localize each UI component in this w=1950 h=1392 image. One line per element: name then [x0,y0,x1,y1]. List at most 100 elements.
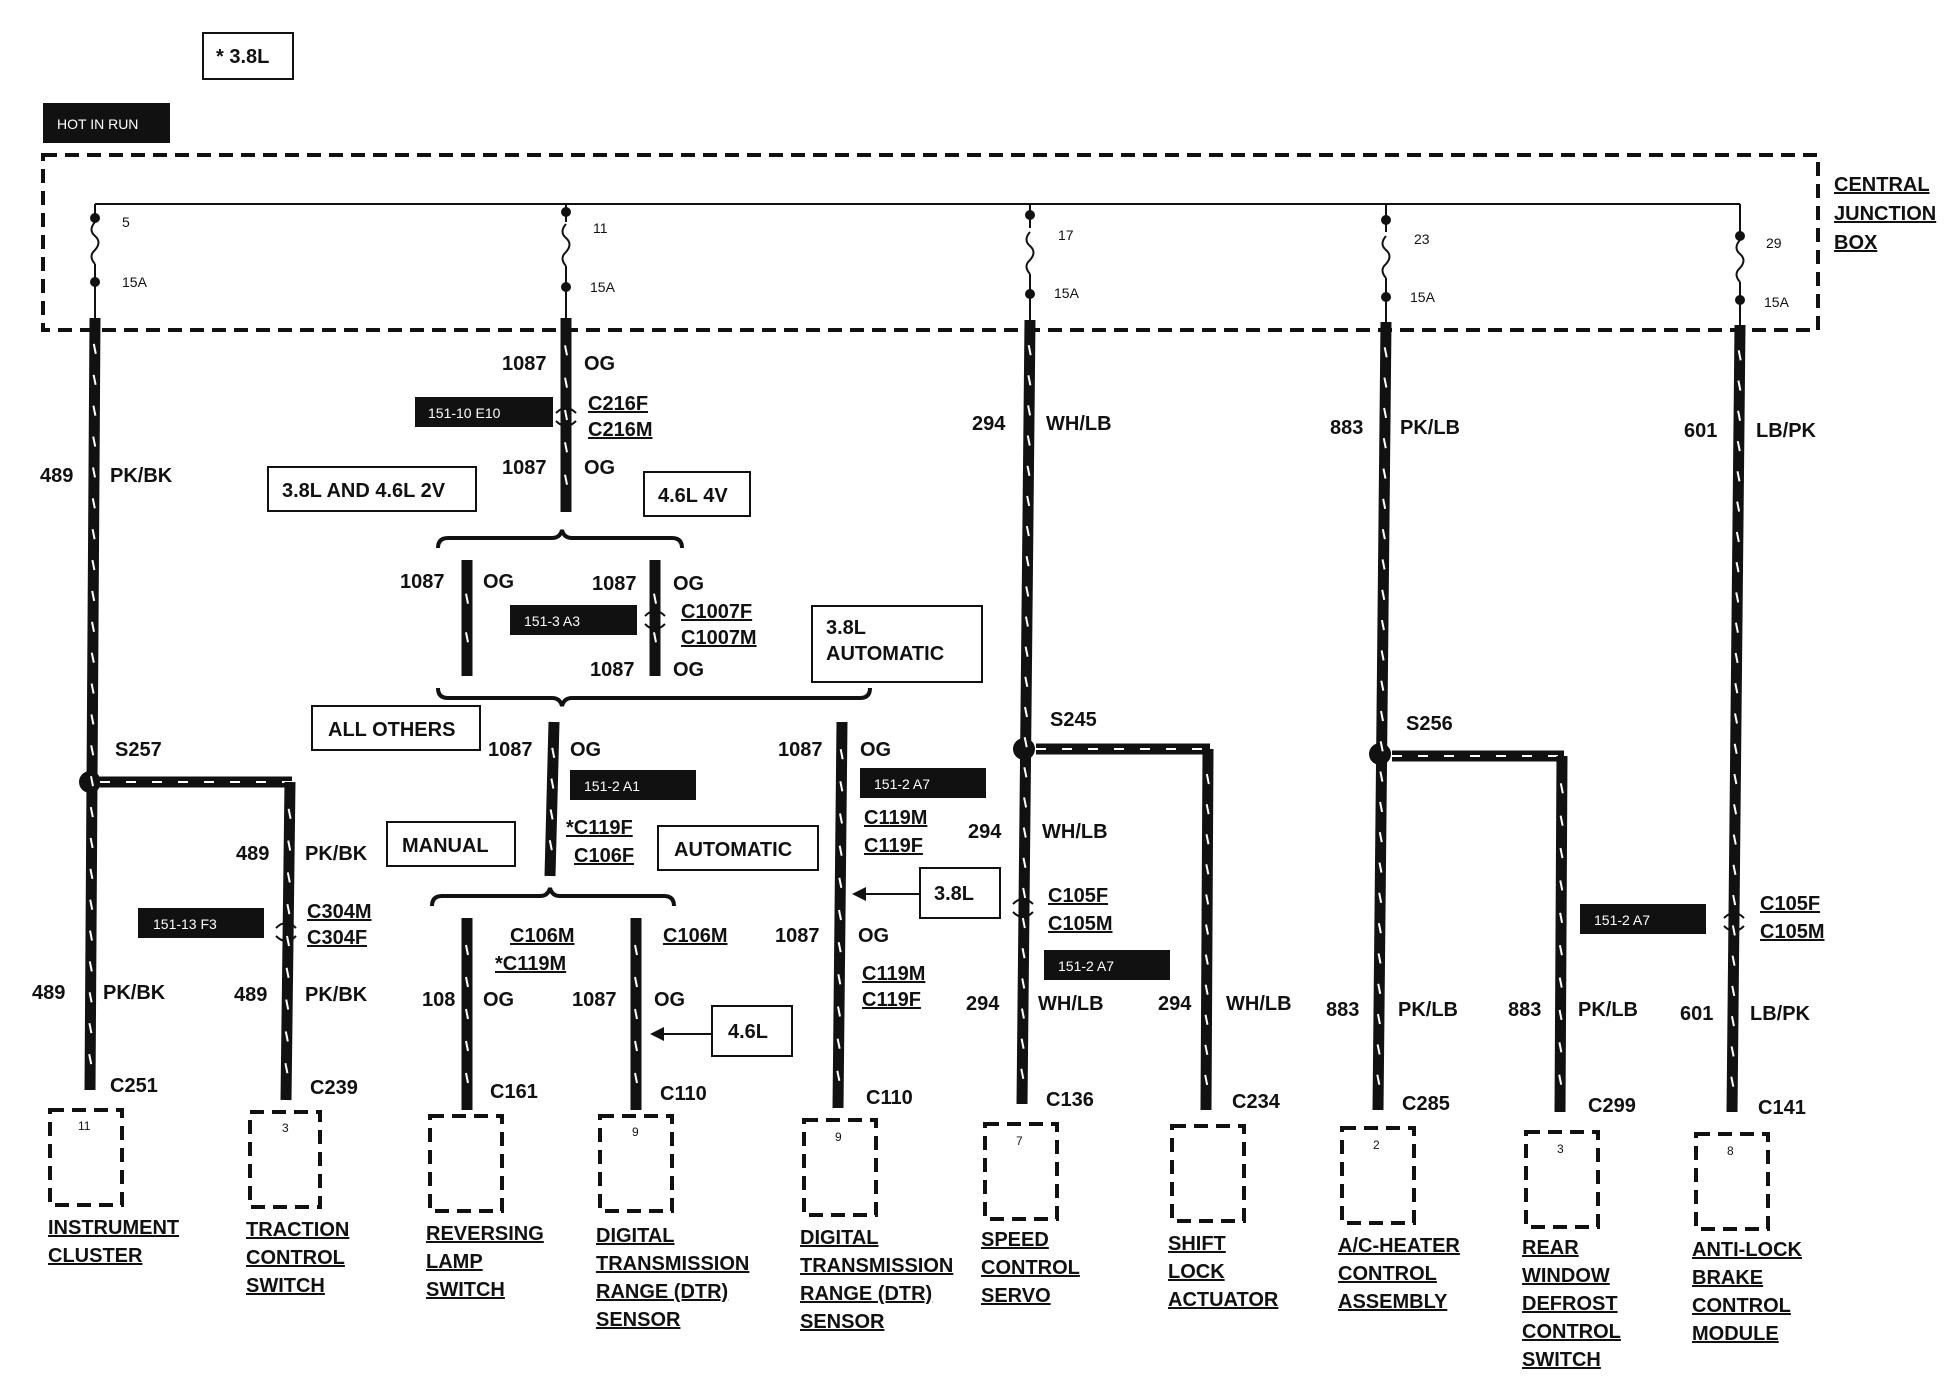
wire-texture-tick [286,904,291,915]
wire-601-bottom-number: 601 [1680,1003,1713,1025]
splice-s245 [1013,738,1035,760]
wire-texture-tick [1379,801,1384,813]
svg-text:15A: 15A [1764,294,1790,310]
svg-text:REVERSING: REVERSING [426,1223,544,1245]
wire-texture-tick [653,593,657,604]
splice-s245-label: S245 [1050,709,1097,731]
wire-texture-tick [837,1006,841,1017]
wire-texture-tick [634,1008,638,1020]
wire-texture-tick [1737,410,1742,422]
wire-601-bottom-color: LB/PK [1750,1003,1811,1025]
bottom-489-right-color: PK/BK [305,984,368,1006]
circuit-601-number: 601 [1684,420,1717,442]
circuit-883-color: PK/LB [1400,417,1460,439]
svg-text:8: 8 [1727,1144,1734,1158]
wire-texture-tick [839,813,843,824]
wire-texture-tick [1022,887,1027,899]
cjb-label-line2: JUNCTION [1834,203,1936,225]
wire-texture-tick [91,498,96,509]
wire-1087-right-b-color: OG [673,659,704,681]
svg-text:SPEED: SPEED [981,1229,1049,1251]
wire-texture-tick [90,683,95,694]
wire-texture-tick [1731,985,1736,997]
wire-texture-tick [550,778,555,789]
svg-text:TRANSMISSION: TRANSMISSION [800,1255,953,1277]
component-instrument-cluster: 11 C251 INSTRUMENT CLUSTER [48,1075,179,1267]
wire-texture-tick [1204,1014,1209,1025]
wire-texture-tick [89,868,94,880]
wire-texture-tick [1558,1074,1563,1085]
svg-text:9: 9 [835,1130,842,1144]
variant-box-left [267,466,477,512]
svg-text:SWITCH: SWITCH [426,1279,505,1301]
wire-texture-tick [839,781,844,792]
arrow-46l-head [650,1027,664,1041]
wire-texture-tick [1735,561,1740,573]
wire-texture-tick [1376,1013,1381,1025]
wire-texture-tick [1205,864,1210,875]
wire-texture-tick [1377,922,1382,934]
wire-texture-tick [1024,646,1029,657]
label-manual: MANUAL [402,835,489,857]
ref-tag-151-2-a7-auto [860,768,986,798]
wire-texture-tick [1732,864,1737,876]
wire-texture-tick [90,745,95,756]
wire-texture-tick [564,442,568,453]
svg-text:MODULE: MODULE [1692,1323,1779,1345]
connector-c216 [555,407,577,427]
wire-texture-tick [1204,1044,1209,1056]
wire-texture-tick [1023,797,1028,808]
svg-text:ASSEMBLY: ASSEMBLY [1338,1291,1448,1313]
svg-text:SERVO: SERVO [981,1285,1051,1307]
wire-1087-auto-b-color: OG [858,925,889,947]
splice-s257-label: S257 [115,739,162,761]
svg-text:RANGE (DTR): RANGE (DTR) [800,1283,932,1305]
component-reversing-lamp-switch: C161 REVERSING LAMP SWITCH [426,1081,544,1301]
svg-text:LOCK: LOCK [1168,1261,1225,1283]
svg-text:SENSOR: SENSOR [800,1311,885,1333]
wire-texture-tick [1558,944,1563,956]
wire-texture-tick [1558,1009,1563,1021]
wire-texture-tick [91,559,96,571]
circuit-489-color: PK/BK [110,465,173,487]
wire-texture-tick [549,809,554,820]
ref-tag-151-2-a7-defrost [1580,904,1706,934]
wire-texture-tick [1380,680,1385,691]
wire-texture-tick [1025,556,1030,567]
wire-texture-tick [1730,1046,1735,1057]
wire-texture-tick [838,845,843,856]
note-46l: 4.6L [728,1021,768,1043]
svg-text:3: 3 [282,1121,289,1135]
connector-c1007m: C1007M [681,627,757,649]
ref-tag-151-2-a7-speed [1044,950,1170,980]
wire-texture-tick [1027,344,1032,356]
connector-c105m-speed: C105M [1048,913,1112,935]
wire-texture-tick [1204,984,1209,995]
wire-texture-tick [90,652,95,663]
wire-294-bottom-number: 294 [966,993,1000,1015]
upper-bracket [436,529,684,549]
component-shift-lock-actuator: C234 SHIFT LOCK ACTUATOR [1168,1091,1281,1311]
wire-texture-tick [1559,815,1564,826]
wire-texture-tick [1734,713,1738,724]
wire-texture-tick [1732,834,1737,845]
wire-texture-tick [284,1063,289,1074]
wire-texture-tick [838,909,842,921]
ref-tag-151-3-a3 [510,605,637,635]
svg-text:CONTROL: CONTROL [1692,1295,1791,1317]
note-box-46l [711,1005,793,1057]
wire-texture-tick [1559,847,1564,859]
wire-texture-tick [1383,347,1388,358]
wire-texture-tick [465,944,469,956]
svg-text:CONTROL: CONTROL [1522,1321,1621,1343]
wire-texture-tick [1377,983,1382,994]
wire-texture-tick [838,877,843,889]
svg-text:A/C-HEATER: A/C-HEATER [1338,1235,1460,1257]
wire-texture-tick [1376,1044,1381,1055]
wire-texture-tick [564,409,568,421]
splice-s256 [1369,743,1391,765]
wire-texture-tick [1025,525,1030,537]
wire-1087-auto-b-number: 1087 [775,925,820,947]
wire-texture-tick [1381,528,1386,540]
wire-489-main [84,317,101,1091]
